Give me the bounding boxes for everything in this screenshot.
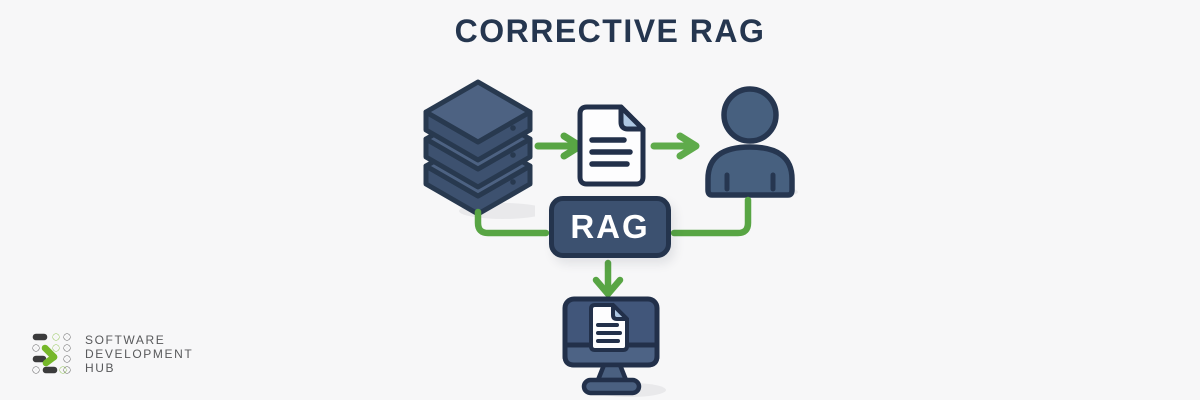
rag-node: RAG xyxy=(549,196,671,258)
monitor-document-icon xyxy=(562,296,666,397)
arrow-down-head xyxy=(592,276,624,298)
page-title: CORRECTIVE RAG xyxy=(454,13,766,49)
logo-line-2: DEVELOPMENT xyxy=(85,347,194,361)
sdh-logo-text: SOFTWARE DEVELOPMENT HUB xyxy=(85,333,193,375)
database-icon xyxy=(423,79,535,219)
document-icon xyxy=(577,104,646,187)
logo-line-1: SOFTWARE xyxy=(85,333,166,347)
logo-line-3: HUB xyxy=(85,361,116,375)
rag-node-label: RAG xyxy=(570,208,650,245)
arrow-right-icon xyxy=(650,132,700,160)
elbow-connector-right xyxy=(670,196,752,237)
sdh-logo-icon xyxy=(32,333,71,374)
user-icon xyxy=(705,86,798,198)
sdh-logo: SOFTWARE DEVELOPMENT HUB xyxy=(30,331,193,377)
